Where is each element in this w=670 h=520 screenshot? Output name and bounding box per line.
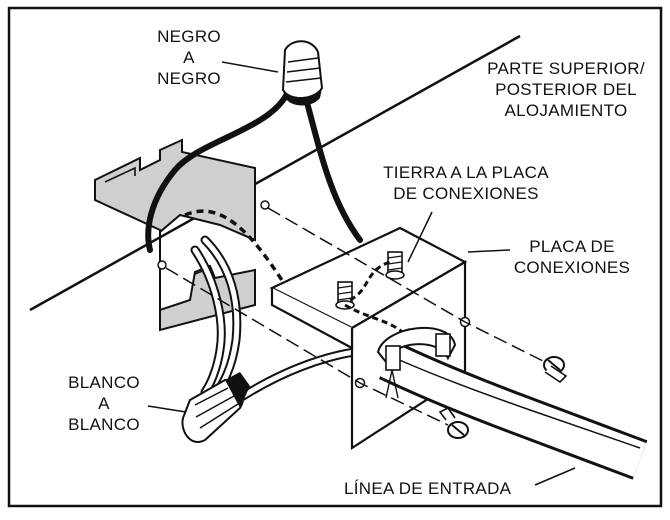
label-line: ALOJAMIENTO	[504, 101, 628, 120]
label-line: NEGRO	[157, 27, 221, 46]
label-junction-plate: PLACA DE CONEXIONES	[506, 236, 638, 278]
housing-edge-line	[29, 34, 521, 312]
terminal-dashed-wires	[344, 260, 412, 341]
label-supply-line: LÍNEA DE ENTRADA	[344, 478, 534, 499]
label-housing-top-rear: PARTE SUPERIOR/ POSTERIOR DEL ALOJAMIENT…	[478, 58, 654, 121]
bracket-screw-hole-lower	[157, 260, 167, 270]
label-line: DE CONEXIONES	[393, 184, 539, 203]
label-black-to-black: NEGRO A NEGRO	[142, 26, 236, 89]
label-line: A	[183, 48, 195, 67]
cable-clamp	[376, 326, 457, 399]
alignment-line-upper	[267, 207, 546, 363]
label-line: NEGRO	[157, 69, 221, 88]
terminal-screw-2	[385, 251, 405, 280]
bracket-screw-hole-upper	[260, 200, 270, 210]
leader-supply-line	[534, 467, 576, 486]
wire-nut-white	[181, 372, 250, 443]
label-white-to-white: BLANCO A BLANCO	[58, 372, 150, 435]
label-line: PARTE SUPERIOR/	[487, 59, 645, 78]
label-ground-to-plate: TIERRA A LA PLACA DE CONEXIONES	[376, 162, 556, 204]
diagram-frame	[7, 6, 663, 508]
black-wire-housing	[145, 89, 291, 253]
label-line: POSTERIOR DEL	[495, 80, 637, 99]
label-line: PLACA DE	[529, 237, 615, 256]
label-line: TIERRA A LA PLACA	[383, 163, 549, 182]
label-line: BLANCO	[68, 415, 140, 434]
label-line: A	[98, 394, 110, 413]
leader-black-to-black	[221, 61, 279, 73]
loose-screw-bottom	[438, 406, 469, 439]
white-wire-2-core	[192, 247, 224, 395]
black-wire-box	[302, 92, 363, 243]
label-line: CONEXIONES	[513, 258, 631, 277]
alignment-line-lower	[165, 267, 449, 426]
supply-cable-centerline	[394, 357, 641, 449]
loose-screw-right	[543, 356, 568, 384]
wire-nut-black	[281, 40, 324, 106]
leader-white-to-white	[147, 405, 187, 413]
terminal-screw-1	[335, 281, 355, 310]
leader-junction-plate	[467, 249, 511, 253]
supply-cable-inner	[380, 343, 647, 477]
leader-ground-to-plate	[407, 211, 433, 263]
label-line: LÍNEA DE ENTRADA	[344, 479, 512, 498]
label-line: BLANCO	[68, 373, 140, 392]
